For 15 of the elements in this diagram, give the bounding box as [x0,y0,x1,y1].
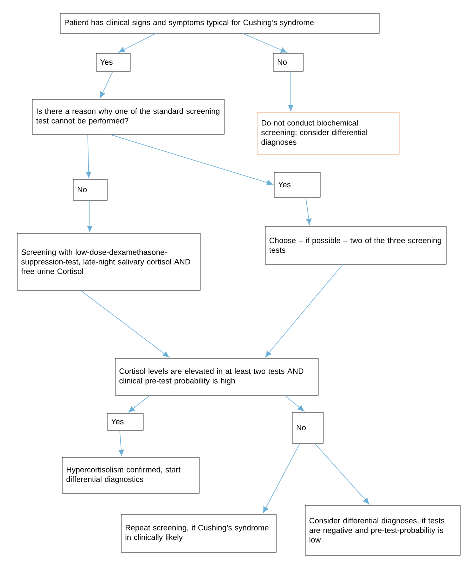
arrow [306,197,312,226]
arrow [86,134,92,178]
arrow [263,443,300,514]
arrow [118,33,156,53]
arrow [265,264,344,358]
arrow [100,71,114,98]
arrow [80,290,170,358]
arrow [288,71,294,112]
arrow [284,395,304,412]
arrow [87,200,93,232]
arrow [242,33,288,53]
arrow [118,430,124,456]
arrow [128,395,150,413]
arrow [314,443,370,504]
arrow [110,134,274,186]
